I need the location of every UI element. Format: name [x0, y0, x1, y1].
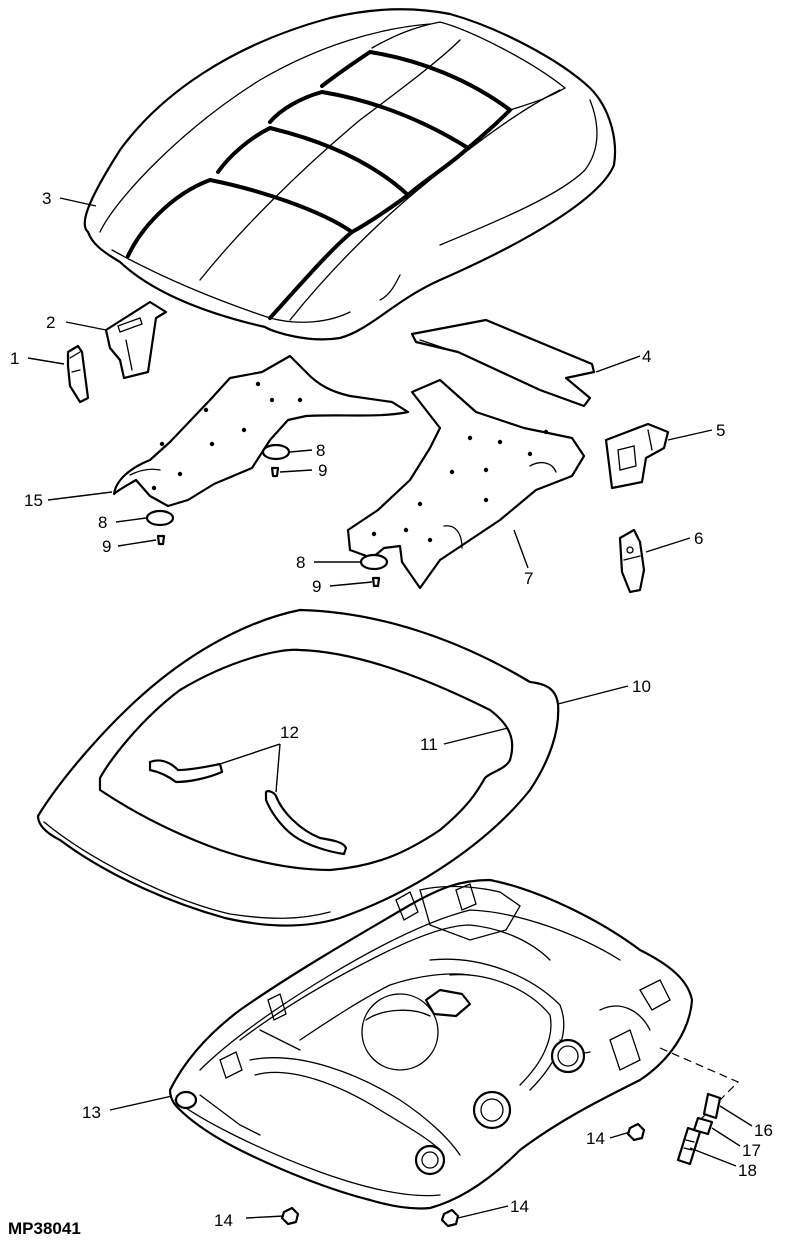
callout-6: 6	[694, 529, 703, 548]
nut-14a	[626, 1122, 646, 1142]
callout-14c: 14	[510, 1197, 529, 1216]
screw-9c	[371, 576, 381, 588]
callout-15: 15	[24, 491, 43, 510]
part-3-hood-top	[83, 8, 617, 341]
leader-lines	[27, 197, 753, 1219]
callout-9b: 9	[102, 537, 111, 556]
washer-17	[692, 1116, 714, 1136]
callout-7: 7	[524, 569, 533, 588]
callout-14b: 14	[214, 1211, 233, 1230]
callout-13: 13	[82, 1103, 101, 1122]
callout-17: 17	[742, 1141, 761, 1160]
callout-labels: 1 2 3 4 5 6 7 8 8 8 9 9 9 10 11 12 13 14…	[10, 189, 773, 1230]
washer-8c	[359, 553, 389, 571]
part-2-bracket	[104, 300, 168, 380]
callout-9a: 9	[318, 461, 327, 480]
callout-14a: 14	[586, 1129, 605, 1148]
nut-14b	[280, 1206, 300, 1226]
part-12-seals	[148, 759, 348, 856]
part-4-seal-strip	[410, 318, 596, 408]
washers-and-screws	[145, 443, 389, 588]
nuts	[280, 1122, 646, 1228]
part-5-bracket	[604, 422, 670, 490]
callout-11: 11	[420, 735, 438, 754]
nut-14c	[440, 1208, 460, 1228]
figure-id: MP38041	[8, 1219, 81, 1238]
part-7-insulation-panel	[346, 378, 586, 590]
callout-5: 5	[716, 421, 725, 440]
callout-4: 4	[642, 347, 651, 366]
part-10-headliner-panel	[36, 608, 560, 927]
callout-16: 16	[754, 1121, 773, 1140]
callout-12: 12	[280, 723, 299, 742]
callout-2: 2	[46, 313, 55, 332]
parts-16-17-18-fastener	[659, 1047, 740, 1166]
part-6-bracket	[618, 528, 646, 594]
screw-9b	[156, 534, 166, 546]
part-15-insulation-panel	[112, 354, 410, 508]
part-1-bracket	[66, 344, 90, 404]
part-13-lower-housing	[168, 878, 694, 1210]
callout-18: 18	[738, 1161, 757, 1180]
callout-8b: 8	[98, 513, 107, 532]
callout-8c: 8	[296, 553, 305, 572]
callout-8a: 8	[316, 441, 325, 460]
bolt-18	[676, 1126, 702, 1166]
callout-3: 3	[42, 189, 51, 208]
clamp-16	[702, 1092, 722, 1120]
washer-8a	[261, 443, 291, 461]
callout-1: 1	[10, 349, 19, 368]
screw-9a	[270, 466, 280, 478]
callout-9c: 9	[312, 577, 321, 596]
callout-10: 10	[632, 677, 651, 696]
washer-8b	[145, 509, 175, 527]
